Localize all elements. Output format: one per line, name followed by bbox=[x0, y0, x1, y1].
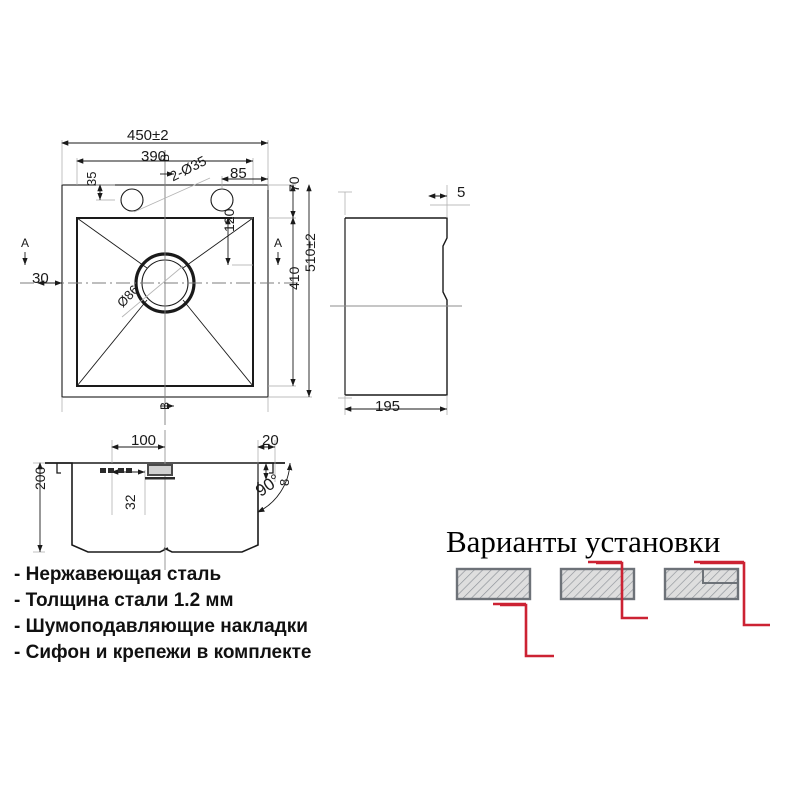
mounting-clip-mark bbox=[100, 468, 132, 473]
brand-logo-mark bbox=[145, 464, 175, 480]
side-profile-outline bbox=[345, 217, 448, 396]
specification-list: - Нержавеющая сталь - Толщина стали 1.2 … bbox=[14, 562, 354, 666]
corner-angle-arc bbox=[257, 462, 293, 513]
dim-overall-length: 510±2 bbox=[302, 233, 318, 272]
dim-top-margin: 70 bbox=[286, 176, 302, 192]
bowl-slope-lines bbox=[76, 217, 254, 387]
spec-item-2: - Шумоподавляющие накладки bbox=[14, 616, 308, 637]
variant-1-sink-profile bbox=[500, 603, 554, 658]
installation-variants-diagrams bbox=[455, 560, 770, 658]
variant-2-top-mount bbox=[559, 560, 648, 620]
section-label-b-bottom: B bbox=[158, 401, 172, 410]
dim-hole-edge-distance: 35 bbox=[84, 171, 99, 186]
side-dimension-arrows bbox=[344, 193, 447, 412]
dim-drain-offset: 100 bbox=[131, 432, 157, 449]
dim-flange-width: 20 bbox=[262, 432, 279, 449]
spec-item-1: - Толщина стали 1.2 мм bbox=[14, 590, 234, 611]
dim-overall-width: 450±2 bbox=[127, 127, 169, 144]
section-label-a-left: A bbox=[21, 236, 30, 250]
section-left-wall bbox=[45, 462, 169, 553]
section-label-b-top: B bbox=[158, 153, 172, 162]
drain-leader bbox=[121, 265, 184, 318]
side-dimension-extensions bbox=[338, 185, 470, 415]
dim-depth: 195 bbox=[375, 398, 401, 415]
variant-3-undermount bbox=[663, 560, 770, 627]
dim-left-margin: 30 bbox=[32, 270, 49, 287]
spec-item-0: - Нержавеющая сталь bbox=[14, 564, 222, 585]
spec-item-3: - Сифон и крепежи в комплекте bbox=[14, 642, 312, 663]
dim-bowl-height: 410 bbox=[286, 266, 302, 290]
centre-lines bbox=[20, 150, 300, 425]
section-view bbox=[33, 430, 293, 570]
installation-variants-title: Варианты установки bbox=[446, 524, 721, 559]
dimension-arrow-lines bbox=[37, 140, 312, 397]
variant-1-countertop bbox=[455, 567, 532, 601]
variant-1-flush-mount bbox=[455, 567, 554, 658]
dim-bowl-depth: 200 bbox=[32, 466, 48, 490]
dim-inner-offset: 32 bbox=[122, 494, 138, 510]
tap-hole-left bbox=[120, 188, 144, 212]
section-label-a-right: A bbox=[274, 236, 283, 250]
dim-lip-thickness: 5 bbox=[457, 184, 466, 201]
section-dimension-extensions bbox=[33, 440, 276, 553]
dim-right-hole-offset: 85 bbox=[230, 165, 247, 182]
side-view bbox=[330, 185, 470, 415]
dim-bowl-to-drain: 120 bbox=[221, 208, 237, 232]
dim-hole-span: 390 bbox=[141, 148, 167, 165]
top-view bbox=[20, 140, 312, 425]
tap-hole-leader bbox=[133, 177, 211, 213]
variant-3-recess bbox=[702, 569, 739, 599]
